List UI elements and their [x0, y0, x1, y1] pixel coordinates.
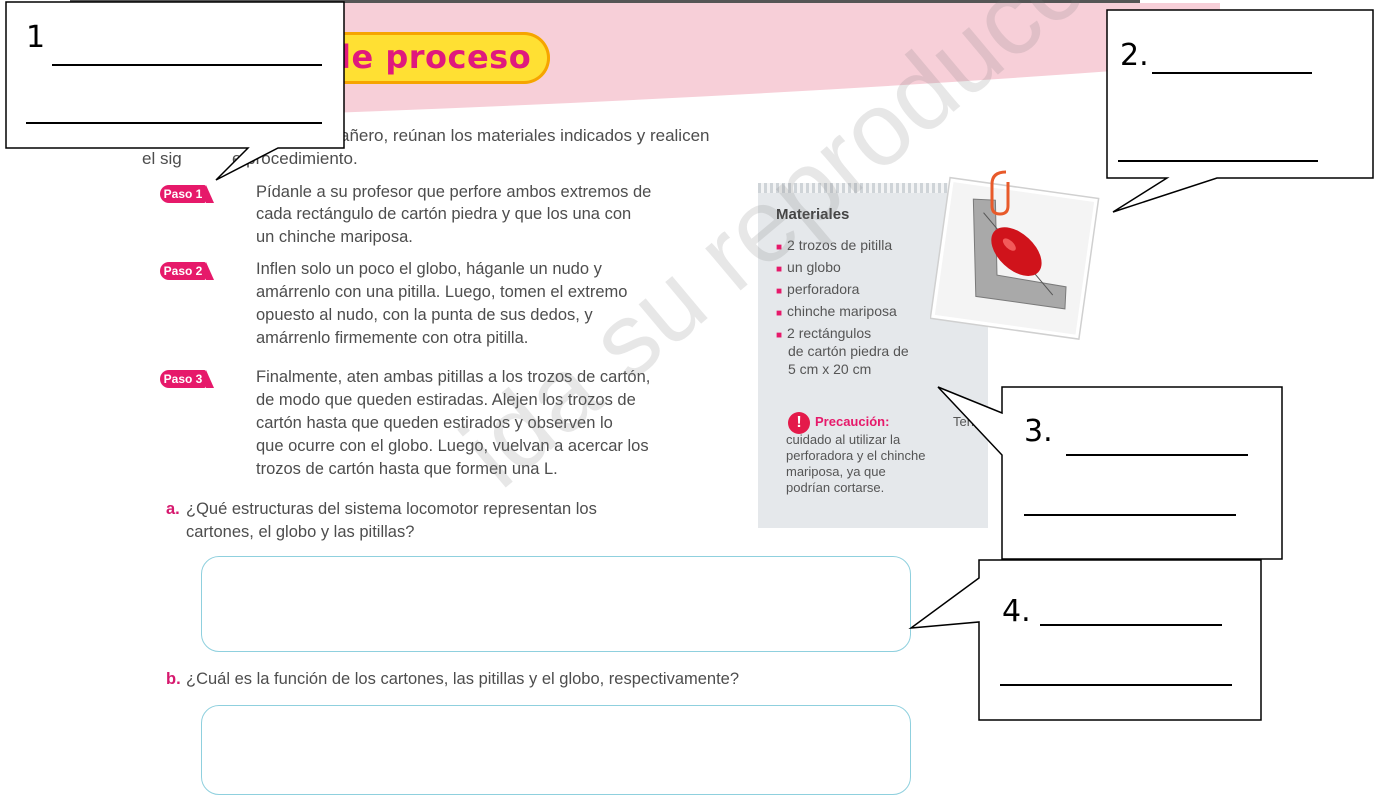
question-a-line-2: cartones, el globo y las pitillas?: [186, 523, 415, 541]
question-b-line-1: ¿Cuál es la función de los cartones, las…: [186, 670, 740, 688]
section-title: le proceso: [340, 38, 532, 76]
callout-3-blank-1[interactable]: [1066, 454, 1248, 456]
intro-line-2-left: el sig: [142, 149, 182, 168]
step-1-line-2: cada rectángulo de cartón piedra y que l…: [256, 205, 632, 223]
material-item-5-size: 5 cm x 20 cm: [788, 361, 872, 377]
step-badge-3: Paso 3: [160, 370, 214, 388]
answer-box-a[interactable]: [201, 556, 911, 652]
callout-3-bubble: [937, 386, 1283, 560]
material-item-1: ■2 trozos de pitilla: [776, 237, 893, 253]
callout-4-label: 4.: [1002, 594, 1031, 629]
material-item-3: ■perforadora: [776, 281, 860, 297]
step-1-line-3: un chinche mariposa.: [256, 228, 413, 246]
step-3-line-1: Finalmente, aten ambas pitillas a los tr…: [256, 368, 651, 386]
intro-line-1: añero, reúnan los materiales indicados y…: [340, 126, 710, 145]
step-2-line-2: amárrenlo con una pitilla. Luego, tomen …: [256, 283, 628, 301]
warning-line-1: cuidado al utilizar la: [786, 432, 901, 447]
step-1-line-1: Pídanle a su profesor que perfore ambos …: [256, 183, 652, 201]
material-item-4: ■chinche mariposa: [776, 303, 897, 319]
step-3-line-2: de modo que queden estiradas. Alejen los…: [256, 391, 636, 409]
question-a-letter: a.: [166, 500, 180, 518]
step-badge-1: Paso 1: [160, 185, 214, 203]
material-item-5: ■2 rectángulos: [776, 325, 872, 341]
material-item-5-cont: de cartón piedra de: [788, 343, 909, 359]
materials-title: Materiales: [776, 206, 850, 223]
step-3-line-4: que ocurre con el globo. Luego, vuelvan …: [256, 437, 649, 455]
question-b-letter: b.: [166, 670, 181, 688]
callout-3-blank-2[interactable]: [1024, 514, 1236, 516]
step-2-line-1: Inflen solo un poco el globo, háganle un…: [256, 260, 602, 278]
callout-1-label: 1: [26, 20, 46, 55]
header-band: [70, 3, 1220, 115]
warning-line-4: podrían cortarse.: [786, 480, 885, 495]
step-2-line-3: opuesto al nudo, con la punta de sus ded…: [256, 306, 593, 324]
step-badge-2: Paso 2: [160, 262, 214, 280]
step-2-line-4: amárrenlo firmemente con otra pitilla.: [256, 329, 529, 347]
callout-1-blank-1[interactable]: [52, 64, 322, 66]
callout-3-label: 3.: [1024, 414, 1053, 449]
step-3-line-5: trozos de cartón hasta que formen una L.: [256, 460, 558, 478]
callout-1-blank-2[interactable]: [26, 122, 322, 124]
warning-line-2: perforadora y el chinche: [786, 448, 926, 463]
material-item-2: ■un globo: [776, 259, 841, 275]
warning-line-3: mariposa, ya que: [786, 464, 886, 479]
callout-4-bubble: [908, 559, 1262, 721]
callout-2-label: 2.: [1120, 38, 1149, 73]
materials-ruler-edge: [758, 183, 948, 193]
warning-icon: !: [788, 412, 810, 434]
callout-1-bubble: [5, 1, 345, 181]
question-a-line-1: ¿Qué estructuras del sistema locomotor r…: [186, 500, 597, 518]
callout-2-blank-1[interactable]: [1152, 72, 1312, 74]
experiment-photo: [930, 170, 1100, 340]
callout-2-blank-2[interactable]: [1118, 160, 1318, 162]
answer-box-b[interactable]: [201, 705, 911, 795]
step-3-line-3: cartón hasta que queden estirados y obse…: [256, 414, 613, 432]
warning-label: Precaución:: [815, 414, 890, 429]
callout-4-blank-2[interactable]: [1000, 684, 1232, 686]
top-rule: [70, 0, 1140, 3]
callout-4-blank-1[interactable]: [1040, 624, 1222, 626]
